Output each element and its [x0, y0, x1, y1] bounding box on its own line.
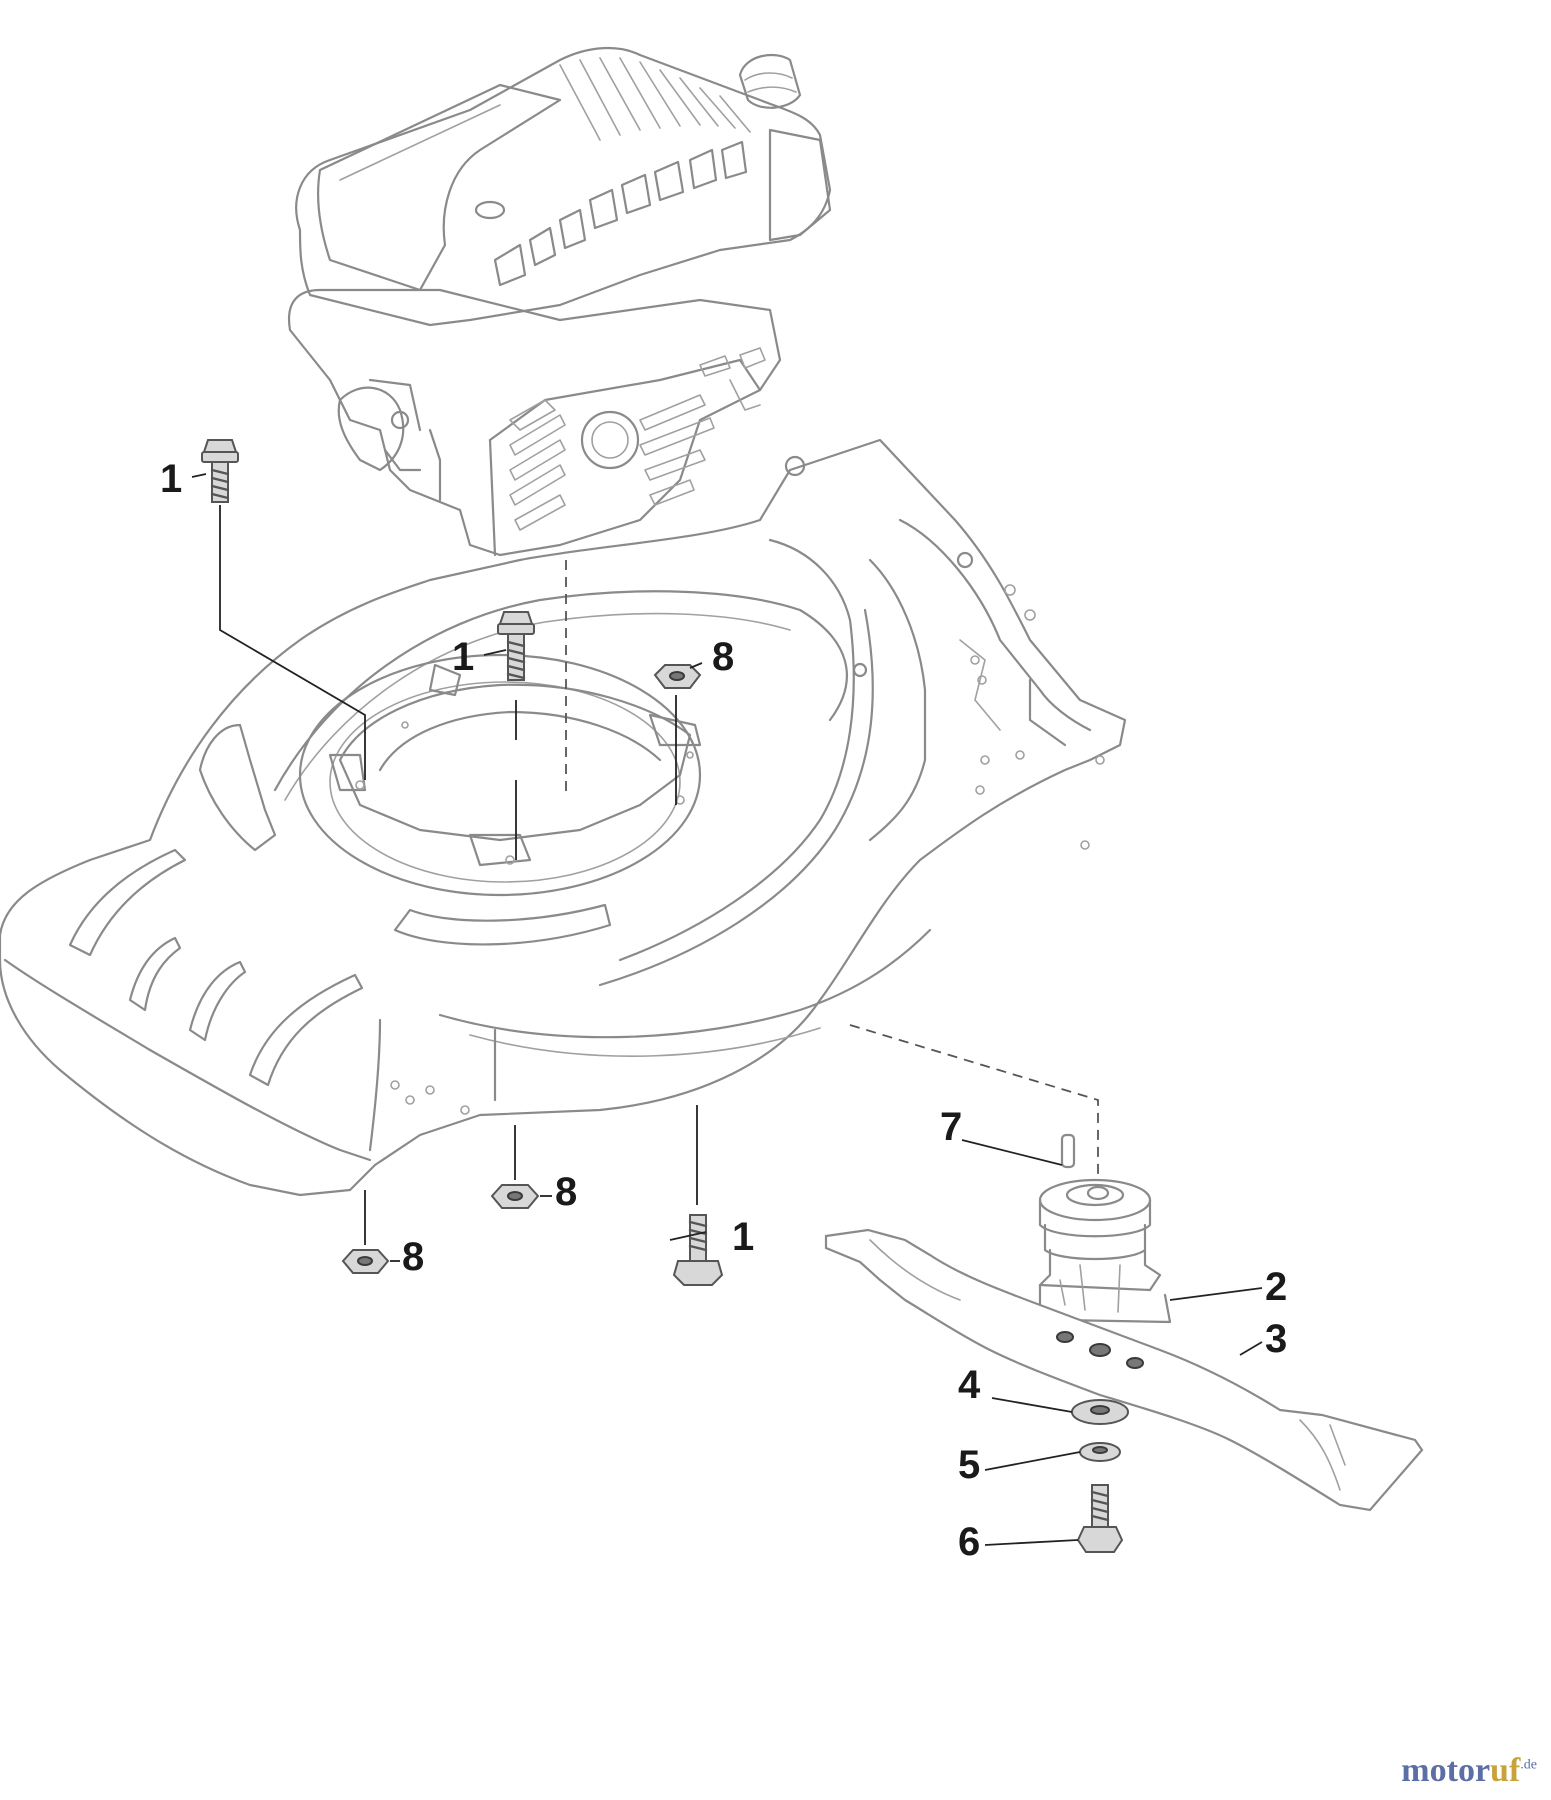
callout-1-deck-underside: 1 [732, 1215, 754, 1259]
blade-adapter-2 [1038, 1178, 1172, 1324]
nut-8-mount-right [653, 664, 702, 805]
bolt-1-engine-left [201, 439, 366, 780]
bolt-1-deck-underside [672, 1105, 724, 1286]
spring-washer-5 [1079, 1442, 1121, 1462]
bolt-1-mount-center [497, 611, 535, 860]
watermark-accent: uf [1490, 1752, 1521, 1789]
nut-8-deck-left [341, 1190, 390, 1274]
callout-1-engine-left: 1 [160, 457, 182, 501]
pin-7 [1060, 1133, 1076, 1169]
watermark-main: motor [1401, 1752, 1491, 1789]
engine [287, 47, 832, 557]
callout-leaders [191, 473, 1263, 1546]
blade-3 [824, 1228, 1424, 1512]
watermark-tld: .de [1520, 1757, 1537, 1773]
watermark-logo: motoruf.de [1401, 1752, 1537, 1790]
bolt-6 [1076, 1484, 1124, 1553]
washer-4 [1071, 1399, 1129, 1425]
mower-deck-housing [0, 438, 1127, 1197]
callout-3-blade: 3 [1265, 1317, 1287, 1361]
nut-8-deck-middle [490, 1125, 540, 1209]
callout-2-blade-adapter: 2 [1265, 1265, 1287, 1309]
callout-7-pin: 7 [940, 1105, 962, 1149]
callout-1-mount-center: 1 [452, 635, 474, 679]
callout-8-mount-right: 8 [712, 635, 734, 679]
callout-6-bolt: 6 [958, 1520, 980, 1564]
assembly-lines [565, 560, 1099, 1180]
callout-4-washer: 4 [958, 1363, 981, 1407]
callout-8-deck-middle: 8 [555, 1170, 577, 1214]
engine-mount-ring [298, 653, 702, 897]
callout-8-deck-left: 8 [402, 1235, 424, 1279]
callout-5-spring-washer: 5 [958, 1443, 980, 1487]
